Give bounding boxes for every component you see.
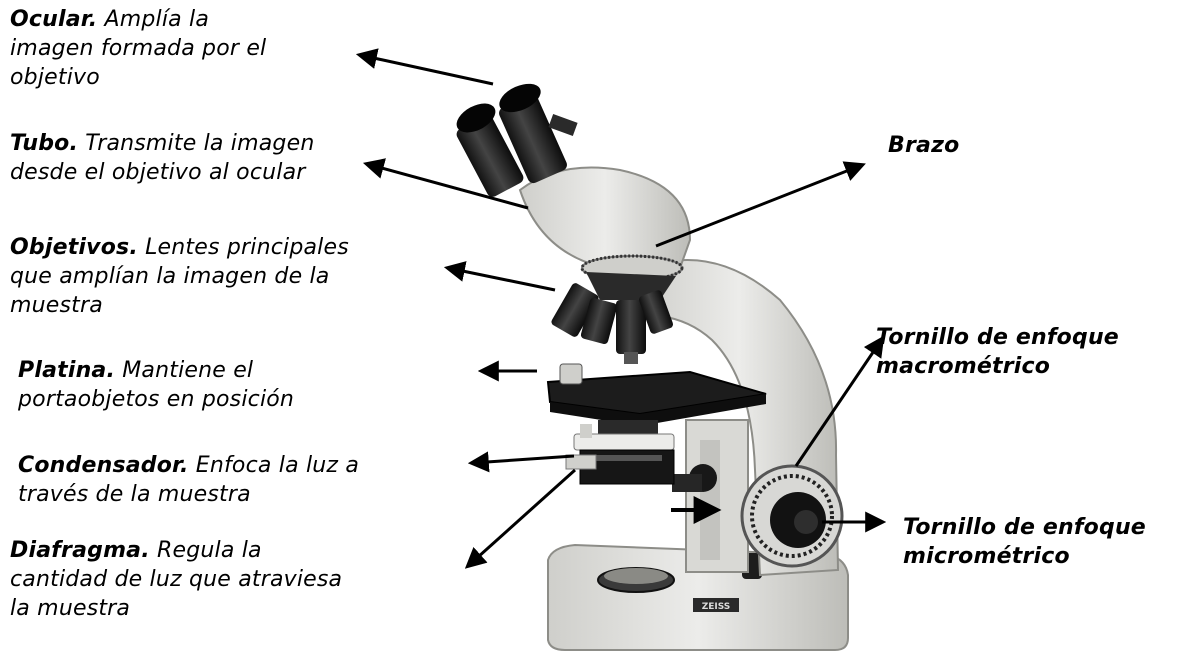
label-diafragma: Diafragma. Regula la cantidad de luz que… — [10, 536, 342, 623]
term-ocular: Ocular. — [10, 7, 98, 32]
microscope-head — [518, 166, 692, 300]
arrow-tubo — [362, 158, 529, 210]
zeiss-logo: ZEISS — [702, 602, 731, 612]
term-brazo: Brazo — [888, 133, 960, 158]
arrow-diafragma — [464, 468, 577, 569]
desc-platina-2: portaobjetos en posición — [18, 387, 295, 412]
label-macrometrico: Tornillo de enfoque macrométrico — [876, 323, 1119, 381]
desc-objetivos-2: que amplían la imagen de la — [10, 264, 330, 289]
desc-diafragma-3: la muestra — [10, 596, 131, 621]
macro-line-1: Tornillo de enfoque — [876, 325, 1119, 350]
stage-and-condenser — [546, 363, 767, 485]
desc-objetivos-1: Lentes principales — [145, 235, 349, 260]
desc-ocular-2: imagen formada por el — [10, 36, 267, 61]
desc-ocular-3: objetivo — [10, 65, 100, 90]
label-condensador: Condensador. Enfoca la luz a través de l… — [18, 451, 359, 509]
focus-knobs — [672, 464, 844, 568]
label-brazo: Brazo — [888, 131, 959, 160]
label-objetivos: Objetivos. Lentes principales que amplía… — [10, 233, 349, 320]
label-tubo: Tubo. Transmite la imagen desde el objet… — [10, 129, 314, 187]
term-diafragma: Diafragma. — [10, 538, 150, 563]
term-condensador: Condensador. — [18, 453, 189, 478]
label-micrometrico: Tornillo de enfoque micrométrico — [903, 513, 1146, 571]
macro-line-2: macrométrico — [876, 354, 1051, 379]
eyepieces — [456, 83, 578, 197]
desc-diafragma-2: cantidad de luz que atraviesa — [10, 567, 343, 592]
desc-objetivos-3: muestra — [10, 293, 103, 318]
arrow-ocular — [355, 48, 494, 86]
arrow-brazo — [655, 161, 866, 248]
micro-line-2: micrométrico — [903, 544, 1070, 569]
desc-ocular-1: Amplía la — [104, 7, 210, 32]
desc-condensador-2: través de la muestra — [18, 482, 251, 507]
desc-condensador-1: Enfoca la luz a — [195, 453, 360, 478]
term-objetivos: Objetivos. — [10, 235, 138, 260]
term-platina: Platina. — [18, 358, 116, 383]
pointer-arrows — [355, 48, 887, 569]
arrow-condensador — [467, 451, 575, 473]
label-platina: Platina. Mantiene el portaobjetos en pos… — [18, 356, 294, 414]
arrow-objetivos — [443, 261, 556, 292]
micro-line-1: Tornillo de enfoque — [903, 515, 1146, 540]
desc-tubo-1: Transmite la imagen — [85, 131, 315, 156]
desc-diafragma-1: Regula la — [157, 538, 262, 563]
term-tubo: Tubo. — [10, 131, 79, 156]
objective-lenses — [551, 283, 673, 364]
arrow-macro — [794, 335, 885, 467]
label-ocular: Ocular. Amplía la imagen formada por el … — [10, 5, 266, 92]
desc-tubo-2: desde el objetivo al ocular — [10, 160, 306, 185]
desc-platina-1: Mantiene el — [122, 358, 254, 383]
